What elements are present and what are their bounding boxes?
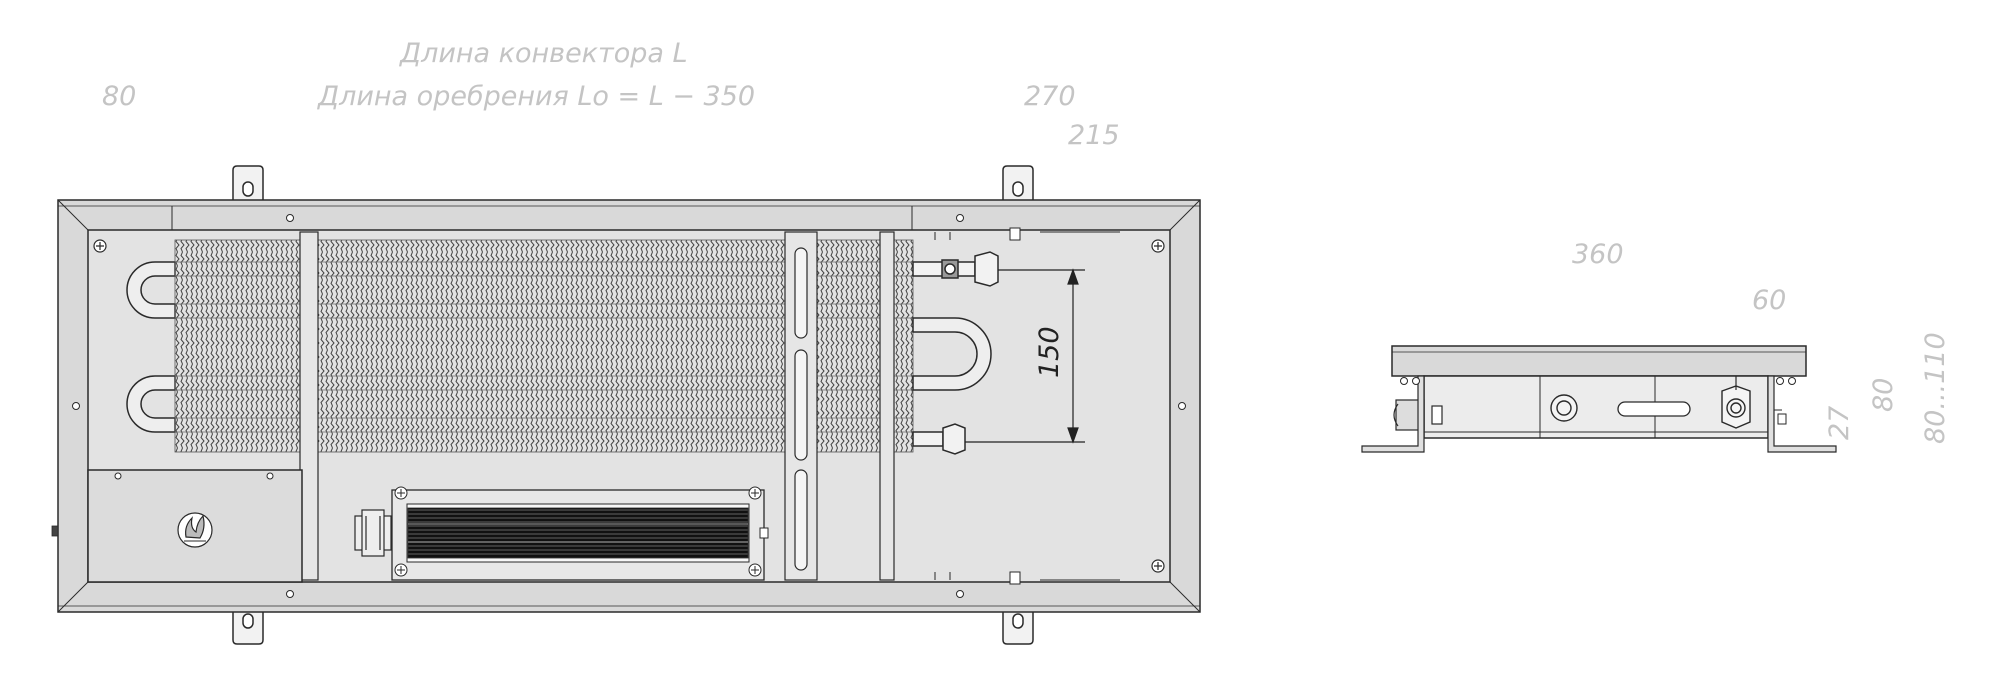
support-bar <box>299 231 895 581</box>
mounting-bracket-bottom-left <box>232 610 264 645</box>
mounting-bracket-top-right <box>1002 165 1034 200</box>
left-offset-label: 80 <box>102 81 136 112</box>
side-pipe <box>1550 385 1751 429</box>
right-offset-label: 270 <box>1024 81 1076 112</box>
side-foot-right <box>1767 375 1837 453</box>
outlet-fitting <box>912 423 966 455</box>
side-height-label: 80 <box>1868 378 1899 412</box>
side-offset-label: 60 <box>1752 285 1786 316</box>
pipe-bends-left <box>126 261 176 433</box>
pipe-spacing-label: 150 <box>1034 326 1065 378</box>
convector-length-label: Длина конвектора L <box>399 38 688 69</box>
pipe-spacing-dimension <box>965 268 1085 444</box>
side-tray <box>1423 375 1769 439</box>
side-height-range-label: 80...110 <box>1920 332 1951 444</box>
mounting-bracket-bottom-right <box>1002 610 1034 645</box>
flame-logo-icon <box>177 512 213 548</box>
side-lid <box>1391 345 1807 377</box>
inlet-fitting <box>912 251 999 287</box>
convector-side-view <box>1361 345 1837 453</box>
fan-connector <box>354 509 392 557</box>
fan-grille <box>407 507 749 559</box>
mounting-bracket-top-left <box>232 165 264 200</box>
side-small-label: 27 <box>1824 406 1855 440</box>
screw-icon <box>394 486 762 577</box>
fan-module <box>354 486 769 581</box>
side-foot-left <box>1361 375 1425 453</box>
right-inner-label: 215 <box>1068 120 1120 151</box>
pipe-bend-right <box>912 317 992 391</box>
convector-top-view: 150 <box>51 165 1201 645</box>
screw-icon <box>93 239 1165 573</box>
fin-length-label: Длина оребрения Lo = L − 350 <box>317 81 755 112</box>
side-width-label: 360 <box>1572 239 1624 270</box>
